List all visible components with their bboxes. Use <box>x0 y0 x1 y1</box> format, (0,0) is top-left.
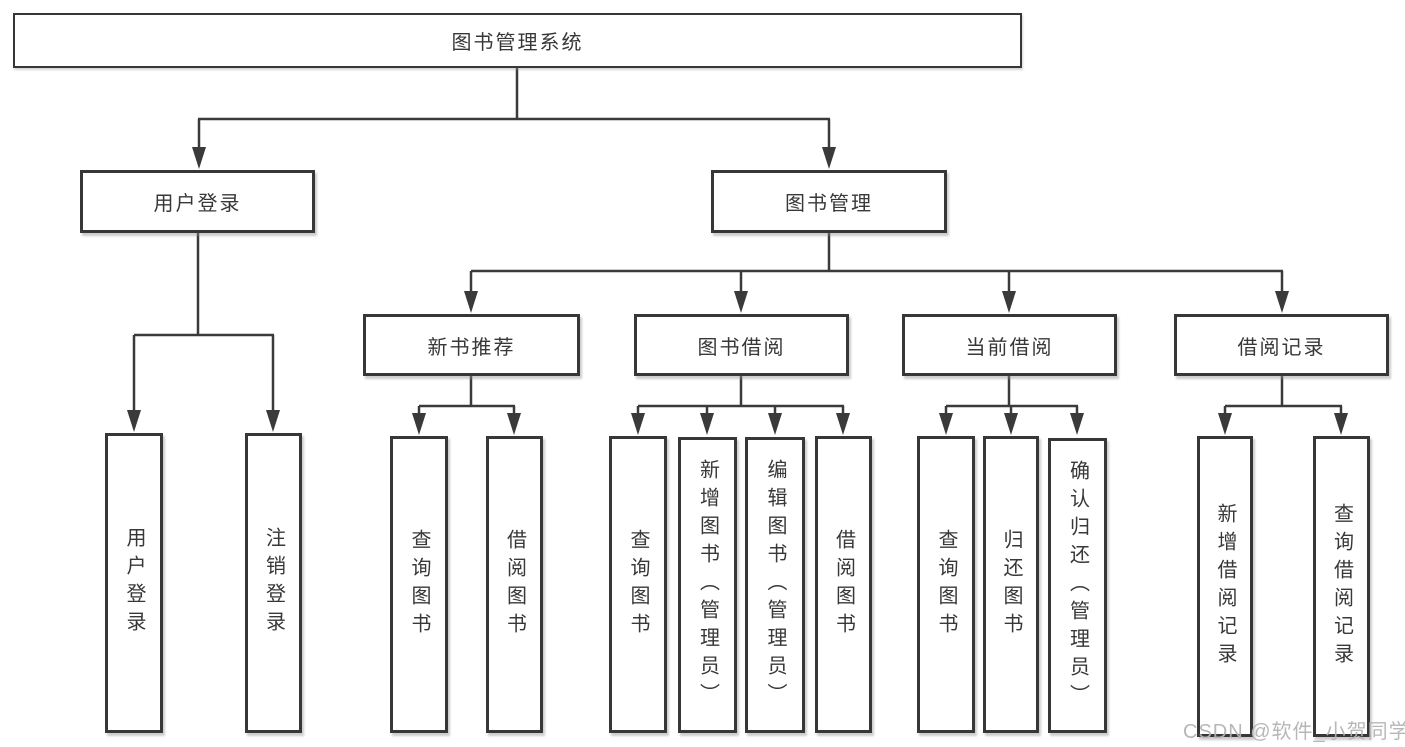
leaf-bb-edit-book-admin: 编辑图书（管理员） <box>745 437 805 733</box>
node-current-borrow-label: 当前借阅 <box>965 336 1054 359</box>
node-user-login-branch: 用户登录 <box>80 170 315 233</box>
leaf-nbr-borrow-books: 借阅图书 <box>486 436 543 733</box>
leaf-bb-query-books-label: 查询图书 <box>627 528 649 641</box>
leaf-cb-return-books: 归还图书 <box>983 436 1039 733</box>
node-library-management-system: 图书管理系统 <box>13 13 1022 68</box>
leaf-br-add-record-label: 新增借阅记录 <box>1214 502 1236 671</box>
node-new-book-recommend: 新书推荐 <box>363 314 580 376</box>
leaf-bb-borrow-books-label: 借阅图书 <box>832 528 855 641</box>
leaf-user-login-label: 用户登录 <box>123 527 145 639</box>
node-book-management-branch: 图书管理 <box>711 170 947 233</box>
leaf-br-query-record-label: 查询借阅记录 <box>1330 502 1353 671</box>
node-book-borrow-label: 图书借阅 <box>697 336 786 359</box>
node-book-management-branch-label: 图书管理 <box>785 193 873 215</box>
leaf-br-add-record: 新增借阅记录 <box>1197 436 1253 737</box>
leaf-logout-label: 注销登录 <box>262 527 285 639</box>
leaf-logout: 注销登录 <box>245 433 302 733</box>
csdn-watermark: CSDN @软件_小贺同学 <box>1183 721 1405 743</box>
leaf-nbr-borrow-books-label: 借阅图书 <box>503 528 526 641</box>
leaf-cb-return-books-label: 归还图书 <box>1000 528 1022 641</box>
leaf-nbr-query-books: 查询图书 <box>390 436 448 733</box>
leaf-user-login: 用户登录 <box>105 433 163 733</box>
arrowheads <box>127 147 1348 435</box>
leaf-bb-edit-book-admin-label: 编辑图书（管理员） <box>764 459 786 711</box>
leaf-bb-borrow-books: 借阅图书 <box>815 436 872 733</box>
node-borrow-records-label: 借阅记录 <box>1237 336 1326 359</box>
leaf-cb-query-books: 查询图书 <box>917 436 975 733</box>
leaf-cb-query-books-label: 查询图书 <box>935 528 957 641</box>
node-current-borrow: 当前借阅 <box>902 314 1117 376</box>
leaf-br-query-record: 查询借阅记录 <box>1313 436 1370 737</box>
node-root-label: 图书管理系统 <box>451 32 584 54</box>
node-borrow-records: 借阅记录 <box>1174 314 1389 376</box>
node-user-login-branch-label: 用户登录 <box>153 193 242 215</box>
leaf-cb-confirm-return-admin: 确认归还（管理员） <box>1048 438 1107 733</box>
leaf-bb-add-book-admin: 新增图书（管理员） <box>678 437 737 733</box>
leaf-bb-query-books: 查询图书 <box>609 436 667 733</box>
node-new-book-recommend-label: 新书推荐 <box>427 336 516 359</box>
leaf-nbr-query-books-label: 查询图书 <box>408 528 430 641</box>
leaf-cb-confirm-return-admin-label: 确认归还（管理员） <box>1066 459 1089 712</box>
node-book-borrow: 图书借阅 <box>634 314 849 376</box>
leaf-bb-add-book-admin-label: 新增图书（管理员） <box>696 459 719 711</box>
